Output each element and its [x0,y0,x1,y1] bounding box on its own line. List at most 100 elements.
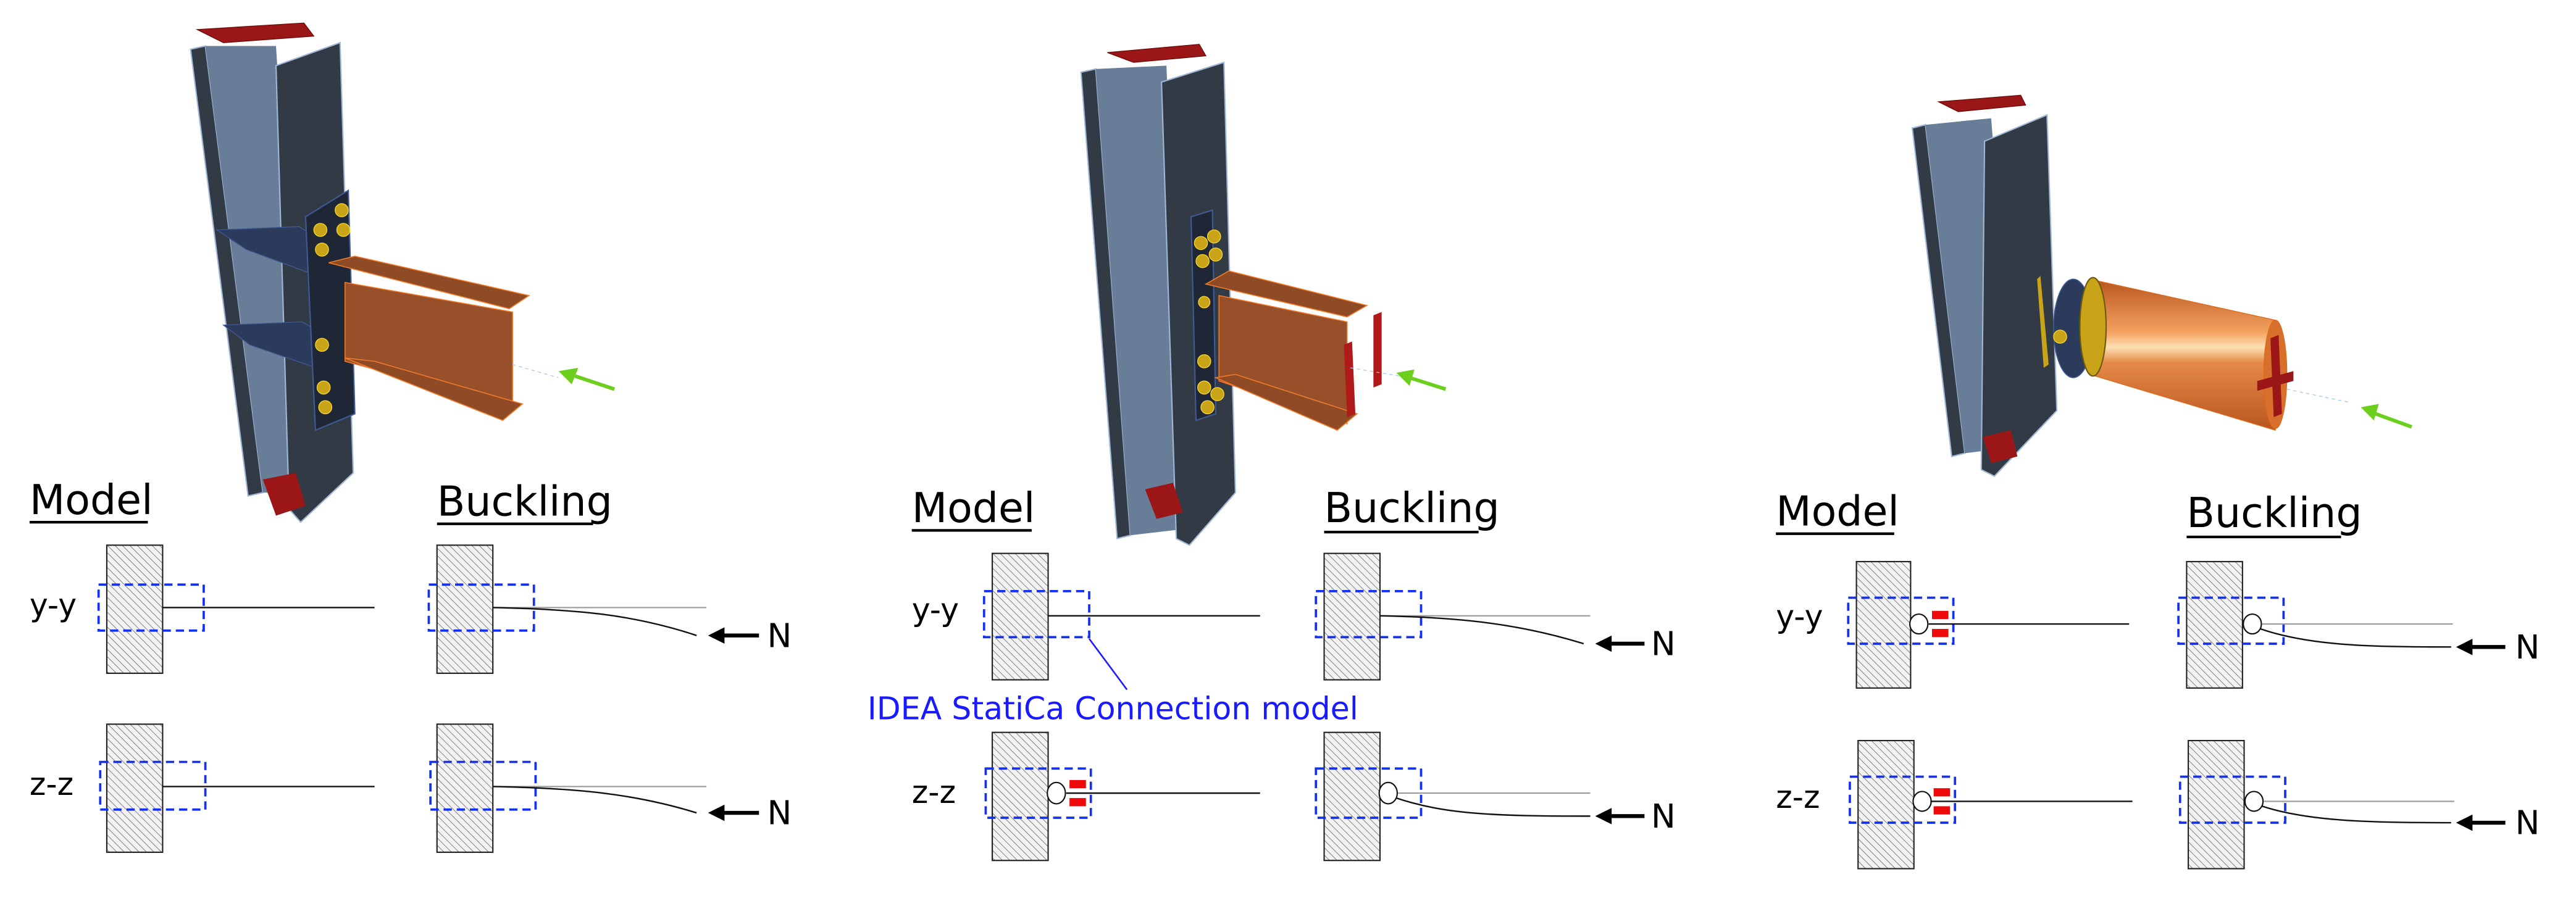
end-stiffener-plate [1373,312,1382,388]
cross-plate [2257,371,2294,391]
load-arrow-icon [708,627,725,644]
hinge-icon [1912,791,1932,812]
spring-icon [1069,779,1086,789]
column-support [991,731,1049,862]
buckled-shape [1396,797,1591,817]
load-label: N [767,794,792,833]
axis-label: z-z [1776,779,1820,815]
load-axis [2286,388,2349,403]
hinge-icon [2243,613,2262,635]
panel-3: Model Buckling y-y N z-z [1776,94,2540,870]
cap-plate-bottom [262,473,306,516]
panel-2-row-yy: y-y N [912,552,1676,691]
column-support [1855,560,1912,689]
hinge-icon [1909,613,1929,635]
buckled-shape [2262,805,2451,824]
bolt [1210,387,1224,401]
load-label: N [2515,628,2540,667]
model-heading: Model [1776,487,1899,535]
buckling-heading: Buckling [1324,484,1500,532]
bolt [313,223,328,237]
cap-plate-bottom [1983,430,2018,463]
connection-box [1315,589,1423,639]
panel-1-row-zz: z-z N [30,723,792,853]
panel-1-row-yy: y-y N [30,544,792,674]
panel-1: Model Buckling y-y N z-z [30,22,792,853]
callout-leader [1088,638,1128,691]
load-arrow-icon [2456,814,2473,831]
column-support [2186,560,2243,689]
column-support [1323,731,1381,862]
bolt [315,243,329,257]
connection-model-callout: IDEA StatiCa Connection model [868,690,1358,726]
spring-icon [1069,798,1086,807]
connection-box [2177,596,2285,645]
axis-label: y-y [30,587,77,623]
beam-top-flange [328,256,530,310]
hinge-icon [1047,781,1066,805]
connection-box [429,760,537,811]
connection-box [984,767,1092,819]
spring-icon [1933,806,1951,815]
connection-box [1315,767,1423,819]
bolt [315,338,329,352]
buckling-heading: Buckling [2186,489,2362,537]
bolts [1194,229,1224,415]
connection-box [427,583,535,632]
cap-plate-top [1937,94,2026,112]
end-stiffener-plate [1344,341,1356,417]
model-heading: Model [30,476,153,524]
bolt [1197,380,1211,395]
load-arrow-icon [708,804,725,821]
bolt [1208,247,1223,262]
panel-2-3d-model [1080,44,1447,546]
load-axis [512,364,559,378]
panel-1-3d-model [190,22,616,523]
bolts [313,203,351,415]
axis-label: y-y [1776,598,1823,634]
bolt [316,380,331,395]
panel-2: Model Buckling y-y N IDEA StatiCa Connec… [868,44,1676,862]
cap-plate-bottom [1145,483,1183,519]
load-arrow-icon [1595,808,1612,825]
panel-3-row-zz: z-z N [1776,739,2540,870]
axis-label: z-z [912,774,956,810]
hinge-icon [1378,781,1398,805]
bolt [1198,296,1211,309]
spring-icon [1931,629,1949,638]
column-support [991,552,1049,681]
column-support [1857,739,1915,870]
load-arrow-icon [1396,369,1447,391]
model-heading: Model [912,484,1035,532]
column-support [1323,552,1381,681]
load-arrow-icon [2361,404,2412,429]
load-label: N [1651,797,1676,836]
column-web [1095,65,1187,536]
bolt [2053,330,2067,344]
load-label: N [767,617,792,655]
axis-label: z-z [30,766,73,802]
panel-3-row-yy: y-y N [1776,560,2540,689]
column-support [436,723,494,853]
bolt [336,223,351,237]
beam-top-flange [1204,270,1368,318]
connection-box [982,589,1090,639]
bolt [1206,229,1221,244]
axis-label: y-y [912,592,959,628]
bolt [1195,254,1210,268]
tube-near-end [2079,276,2107,377]
tube-body [2089,278,2276,431]
connection-box [1849,775,1957,824]
panel-3-3d-model [1911,94,2412,477]
load-label: N [2515,804,2540,842]
hinge-icon [2244,791,2264,812]
buckled-shape [493,607,697,636]
beam-bottom-flange [1214,373,1358,431]
connection-box [99,760,207,811]
load-arrow-icon [1595,635,1612,652]
load-label: N [1651,625,1676,663]
bolt [318,400,333,415]
bolt [335,203,349,217]
